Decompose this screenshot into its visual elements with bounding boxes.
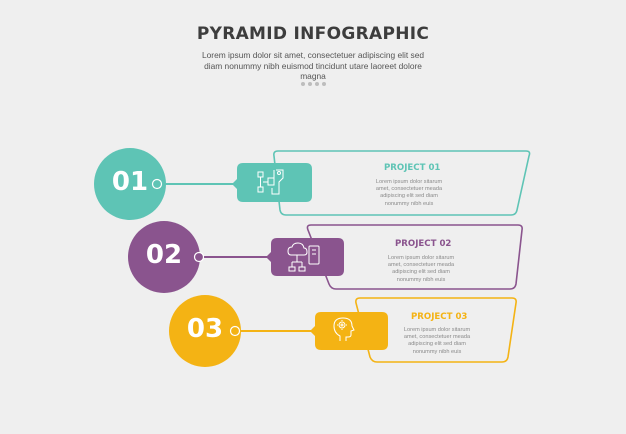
step-2-circle xyxy=(128,221,200,293)
step-1-description: Lorem ipsum dolor sitarum amet, consecte… xyxy=(375,179,443,207)
cloud-network-icon xyxy=(287,242,320,272)
step-3-circle xyxy=(169,295,241,367)
step-3-description: Lorem ipsum dolor sitarum amet, consecte… xyxy=(403,327,471,355)
step-1-tab xyxy=(232,163,312,202)
step-3-outline xyxy=(355,297,517,363)
step-3-number: 03 xyxy=(186,314,224,344)
page-subtitle: Lorem ipsum dolor sit amet, consectetuer… xyxy=(201,50,425,81)
step-2-number: 02 xyxy=(145,240,183,270)
step-2-title: PROJECT 02 xyxy=(395,239,452,249)
step-3-graphic xyxy=(169,295,517,367)
step-1-number: 01 xyxy=(111,167,149,197)
pager-dots xyxy=(0,82,626,86)
flowchart-hand-icon xyxy=(257,169,284,195)
step-2-tab xyxy=(266,238,344,276)
step-3-tab xyxy=(310,312,388,350)
step-1-node xyxy=(151,178,163,190)
head-gear-icon xyxy=(333,317,355,341)
step-3-node xyxy=(229,325,241,337)
step-2-outline xyxy=(306,224,523,290)
step-1-outline xyxy=(273,150,531,216)
step-1-graphic xyxy=(94,148,531,220)
page-title: PYRAMID INFOGRAPHIC xyxy=(196,24,430,44)
step-1-circle xyxy=(94,148,166,220)
step-1-title: PROJECT 01 xyxy=(384,163,441,173)
step-2-description: Lorem ipsum dolor sitarum amet, consecte… xyxy=(387,255,455,283)
step-2-graphic xyxy=(128,221,523,293)
step-2-node xyxy=(193,251,205,263)
step-3-title: PROJECT 03 xyxy=(411,312,468,322)
